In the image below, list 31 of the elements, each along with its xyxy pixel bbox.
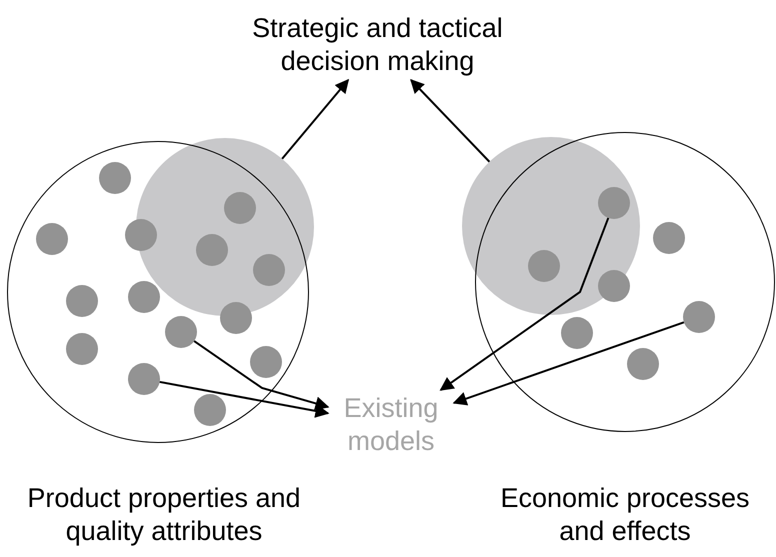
arrow — [160, 380, 330, 418]
caption-text: Strategic and tactical decision making — [225, 10, 530, 80]
data-point-dot — [627, 348, 659, 380]
data-point-dot — [528, 250, 560, 282]
data-point-dot — [36, 223, 68, 255]
set-label: Product properties and quality attributes — [26, 482, 302, 548]
data-point-dot — [196, 234, 228, 266]
arrow — [440, 218, 610, 391]
data-point-dot — [194, 394, 226, 426]
data-point-dot — [125, 219, 157, 251]
data-point-dot — [253, 254, 285, 286]
data-point-dot — [598, 270, 630, 302]
data-point-dot — [165, 316, 197, 348]
data-point-dot — [220, 302, 252, 334]
data-point-dot — [683, 301, 715, 333]
data-point-dot — [250, 346, 282, 378]
data-point-dot — [598, 187, 630, 219]
set-label: Economic processes and effects — [499, 482, 751, 548]
data-point-dot — [66, 285, 98, 317]
data-point-dot — [653, 222, 685, 254]
caption-text: Existing models — [328, 390, 454, 460]
data-point-dot — [224, 192, 256, 224]
arrow — [194, 340, 330, 410]
data-point-dot — [99, 162, 131, 194]
data-point-dot — [561, 317, 593, 349]
data-point-dot — [128, 281, 160, 313]
arrow — [452, 321, 684, 406]
arrow — [410, 79, 490, 162]
data-point-dot — [128, 363, 160, 395]
arrow — [281, 78, 350, 160]
data-point-dot — [66, 333, 98, 365]
